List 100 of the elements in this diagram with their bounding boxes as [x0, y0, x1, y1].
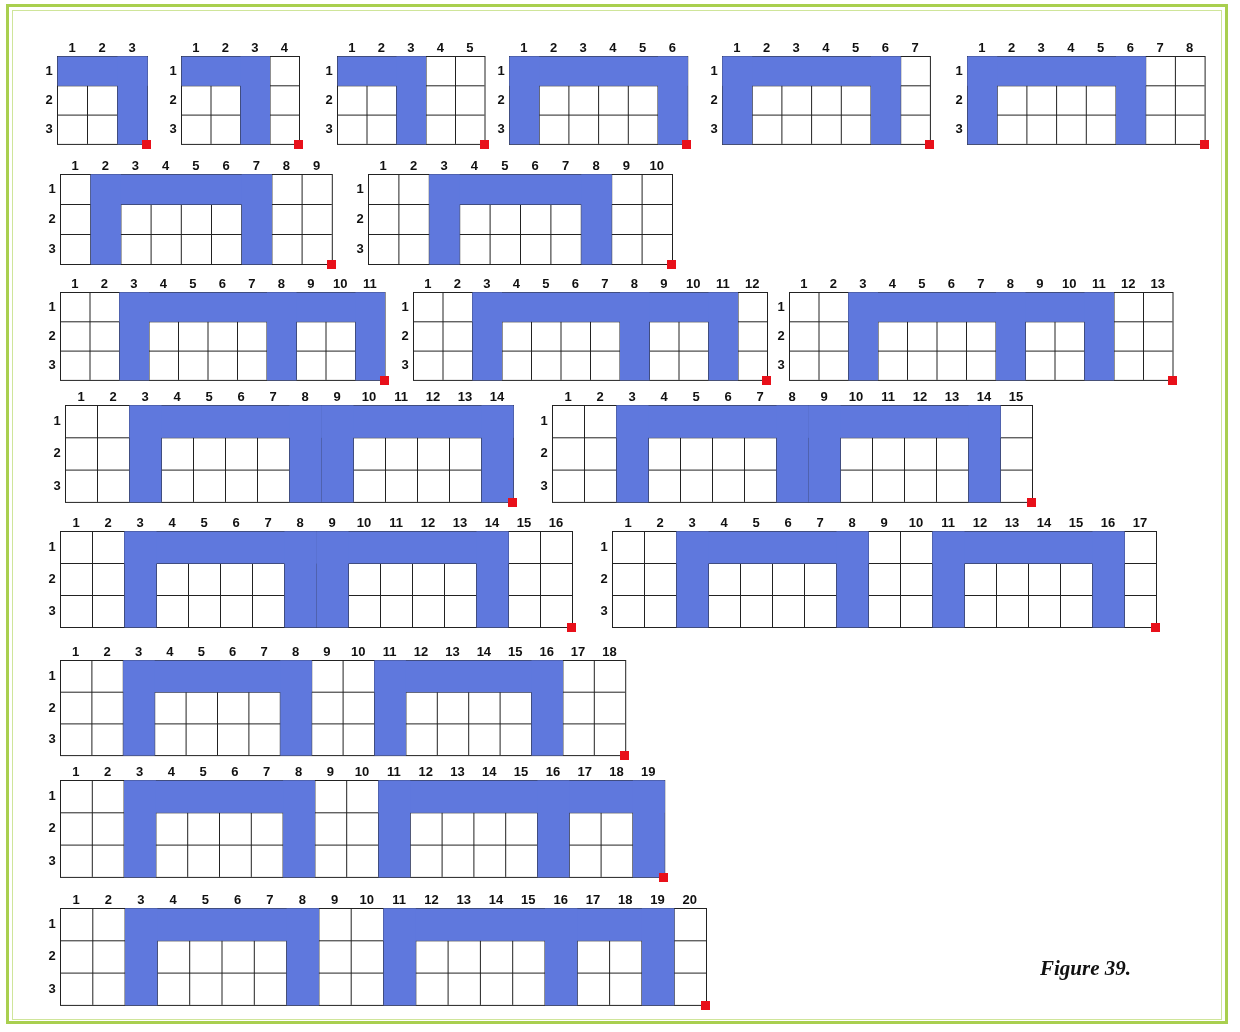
row-number: 1 — [355, 182, 365, 196]
row-number: 1 — [776, 299, 786, 314]
column-number: 4 — [887, 277, 897, 291]
column-number: 3 — [687, 516, 697, 530]
column-number: 14 — [1035, 516, 1053, 530]
column-number: 12 — [911, 390, 929, 404]
row-number: 1 — [324, 63, 334, 78]
column-number: 16 — [538, 645, 555, 659]
column-number: 3 — [1036, 41, 1046, 55]
column-number: 10 — [332, 277, 349, 291]
column-number: 6 — [236, 390, 246, 404]
column-number: 6 — [230, 765, 240, 779]
column-number: 9 — [312, 159, 322, 173]
column-number: 3 — [406, 41, 416, 55]
column-number: 14 — [975, 390, 993, 404]
column-number: 11 — [361, 277, 378, 291]
column-number: 9 — [879, 516, 889, 530]
column-number: 4 — [1066, 41, 1076, 55]
column-number: 11 — [388, 516, 404, 530]
column-number: 2 — [100, 159, 110, 173]
column-number: 3 — [250, 41, 260, 55]
column-number: 4 — [608, 41, 618, 55]
column-number: 10 — [907, 516, 925, 530]
column-number: 12 — [417, 765, 434, 779]
column-number: 1 — [799, 277, 809, 291]
column-number: 7 — [263, 516, 273, 530]
column-number: 12 — [971, 516, 989, 530]
column-number: 7 — [600, 277, 610, 291]
column-number: 5 — [196, 645, 206, 659]
column-number: 12 — [419, 516, 437, 530]
row-number: 2 — [168, 92, 178, 107]
row-number: 2 — [47, 572, 57, 586]
column-number: 12 — [744, 277, 761, 291]
column-number: 1 — [563, 390, 573, 404]
column-number: 10 — [685, 277, 702, 291]
column-number: 18 — [608, 765, 625, 779]
column-number: 4 — [166, 765, 176, 779]
column-number: 19 — [640, 765, 657, 779]
column-number: 4 — [161, 159, 171, 173]
column-number: 2 — [548, 41, 559, 55]
column-number: 9 — [325, 765, 335, 779]
column-number: 3 — [140, 390, 150, 404]
column-number: 6 — [570, 277, 580, 291]
column-number: 10 — [360, 390, 378, 404]
column-number: 7 — [910, 41, 920, 55]
row-number: 3 — [47, 853, 57, 868]
column-number: 16 — [547, 516, 565, 530]
column-number: 9 — [659, 277, 669, 291]
column-number: 9 — [332, 390, 342, 404]
column-number: 5 — [465, 41, 475, 55]
column-number: 3 — [130, 159, 141, 173]
column-number: 6 — [783, 516, 793, 530]
column-number: 10 — [648, 159, 665, 173]
column-number: 14 — [475, 645, 493, 659]
row-number: 3 — [324, 122, 334, 137]
row-number: 2 — [47, 212, 57, 226]
column-number: 6 — [880, 41, 890, 55]
column-number: 4 — [172, 390, 182, 404]
column-number: 2 — [761, 41, 772, 55]
column-number: 6 — [1125, 41, 1135, 55]
row-number: 1 — [709, 63, 719, 78]
row-number: 2 — [355, 212, 365, 226]
column-number: 5 — [198, 765, 208, 779]
column-number: 3 — [135, 516, 145, 530]
row-number: 2 — [47, 700, 57, 715]
column-number: 7 — [265, 893, 275, 907]
row-number: 3 — [954, 122, 964, 137]
column-number: 8 — [295, 516, 305, 530]
column-number: 14 — [487, 893, 505, 907]
column-number: 11 — [880, 390, 896, 404]
column-number: 6 — [233, 893, 243, 907]
column-number: 10 — [350, 645, 367, 659]
row-number: 3 — [47, 242, 57, 256]
column-number: 8 — [591, 159, 601, 173]
column-number: 13 — [456, 390, 474, 404]
column-number: 10 — [358, 893, 376, 907]
column-number: 2 — [99, 277, 109, 291]
row-number: 2 — [709, 92, 719, 107]
column-number: 1 — [347, 41, 357, 55]
row-number: 1 — [47, 668, 57, 683]
column-number: 15 — [512, 765, 530, 779]
column-number: 13 — [455, 893, 472, 907]
column-number: 6 — [946, 277, 956, 291]
column-number: 16 — [552, 893, 569, 907]
row-number: 2 — [539, 446, 549, 461]
row-number: 2 — [47, 821, 57, 836]
row-number: 1 — [47, 540, 57, 554]
column-number: 8 — [276, 277, 286, 291]
row-number: 3 — [168, 122, 178, 137]
row-number: 1 — [47, 299, 57, 314]
column-number: 1 — [70, 159, 80, 173]
column-number: 3 — [133, 645, 144, 659]
column-number: 7 — [262, 765, 272, 779]
column-number: 6 — [221, 159, 231, 173]
column-number: 7 — [755, 390, 765, 404]
column-number: 2 — [97, 41, 107, 55]
row-number: 2 — [47, 949, 57, 964]
row-number: 3 — [52, 478, 62, 493]
column-number: 1 — [378, 159, 388, 173]
column-number: 5 — [917, 277, 927, 291]
